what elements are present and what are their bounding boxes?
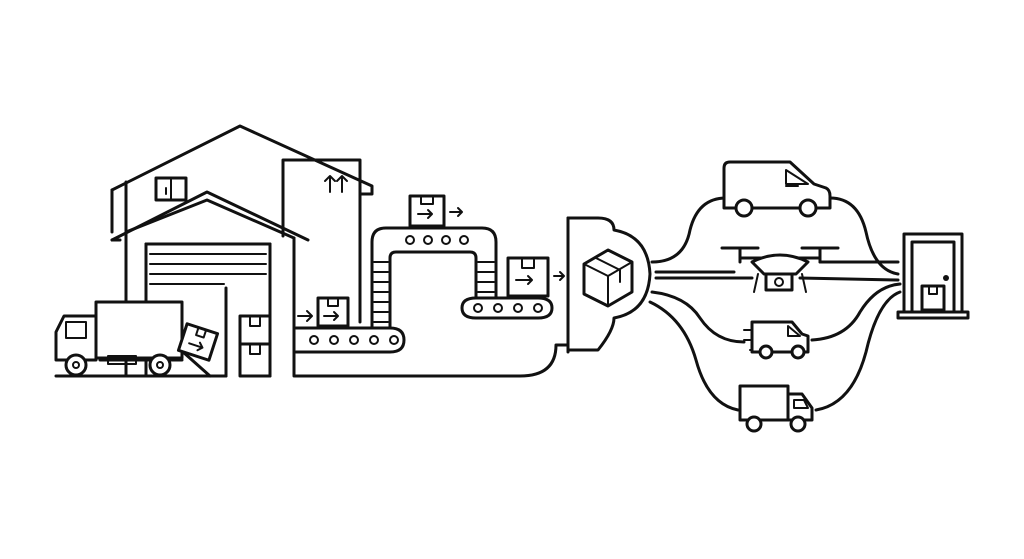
- rollup-door-icon: [149, 253, 267, 285]
- stacked-boxes-icon: [238, 314, 272, 378]
- door-icon: [896, 232, 970, 320]
- route-lines: [648, 196, 902, 412]
- package-box-icon: [506, 256, 565, 298]
- conveyor-icon: [294, 194, 565, 354]
- express-van-icon: [743, 320, 810, 360]
- this-side-up-icon: [324, 175, 348, 193]
- package-box-icon: [316, 296, 350, 328]
- flow-path: [293, 343, 570, 378]
- package-hub-icon: [566, 216, 652, 354]
- truck-icon: [54, 300, 184, 378]
- roller-icon: [473, 303, 543, 313]
- drone-icon: [720, 246, 840, 293]
- open-box-icon: [582, 248, 634, 308]
- package-box-icon: [408, 194, 463, 228]
- van-icon: [722, 160, 832, 218]
- warehouse-icon: [110, 124, 374, 378]
- box-truck-icon: [738, 384, 814, 433]
- window-icon: [154, 176, 188, 202]
- roller-icon: [405, 235, 469, 245]
- roller-icon: [309, 335, 399, 345]
- package-box-icon: [176, 322, 220, 362]
